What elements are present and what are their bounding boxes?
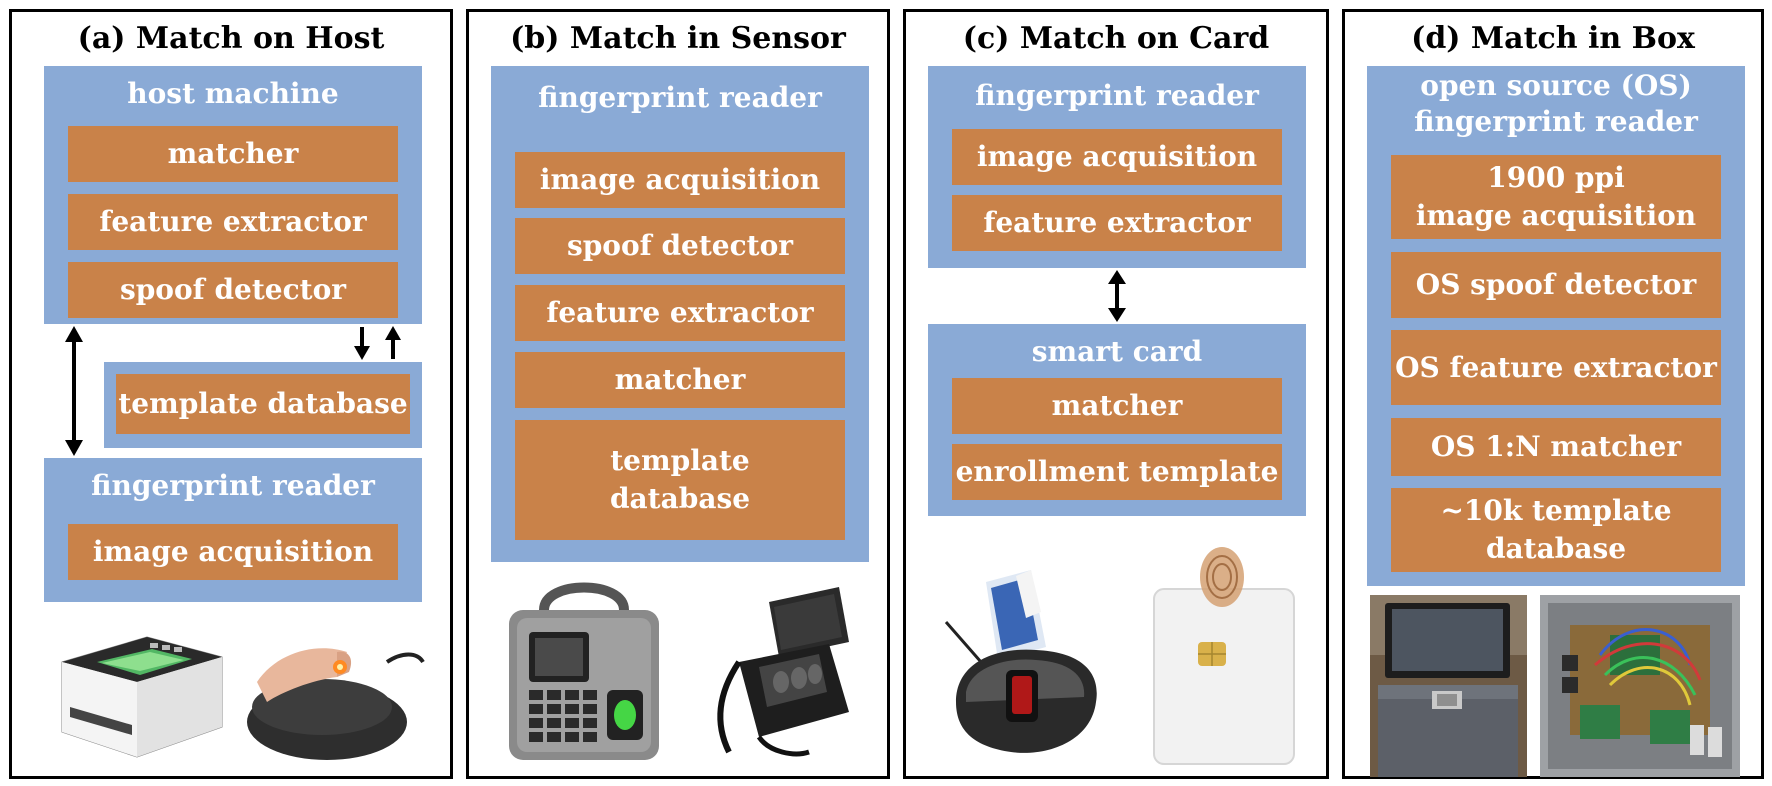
matcher-module: matcher — [68, 126, 398, 182]
smart-card-image — [1153, 547, 1295, 765]
host-machine-box: host machine matcher feature extractor s… — [44, 66, 422, 324]
open-source-reader-label-line-1: open source (OS) — [1420, 69, 1692, 102]
feature-extractor-module: feature extractor — [515, 285, 845, 341]
resolution-label: 1900 ppi — [1487, 161, 1625, 194]
panel-match-on-card: (c) Match on Card fingerprint reader ima… — [903, 9, 1329, 779]
desktop-fingerprint-scanner-image — [61, 636, 223, 758]
feature-extractor-module: feature extractor — [952, 195, 1282, 251]
bidirectional-arrow-icon — [1108, 270, 1126, 322]
template-database-line-1: template — [610, 444, 750, 477]
template-database-module: ~10k template database — [1391, 488, 1721, 572]
smart-card-label: smart card — [1031, 335, 1203, 368]
time-attendance-terminal-image — [509, 582, 659, 760]
image-acquisition-module: 1900 ppi image acquisition — [1391, 155, 1721, 239]
open-source-reader-box: open source (OS) fingerprint reader 1900… — [1367, 66, 1745, 586]
template-database-module: template database — [116, 374, 410, 434]
spoof-detector-module: spoof detector — [68, 262, 398, 318]
up-arrow-icon — [385, 326, 401, 359]
image-acquisition-module: image acquisition — [952, 129, 1282, 185]
mobile-field-fingerprint-reader-image — [717, 587, 849, 757]
fingerprint-reader-label: fingerprint reader — [91, 469, 375, 502]
spoof-detector-module: spoof detector — [515, 218, 845, 274]
template-database-line-2: database — [609, 482, 751, 515]
panel-title: (b) Match in Sensor — [510, 21, 846, 56]
fingerprint-reader-label: fingerprint reader — [975, 79, 1259, 112]
template-database-container: template database — [104, 362, 422, 448]
image-acquisition-module: image acquisition — [68, 524, 398, 580]
os-feature-extractor-module: OS feature extractor — [1391, 330, 1721, 405]
matcher-module: matcher — [515, 352, 845, 408]
smart-card-box: smart card matcher enrollment template — [928, 324, 1306, 516]
template-database-module: template database — [515, 420, 845, 540]
template-database-line-2: database — [1485, 532, 1627, 565]
panel-match-on-host: (a) Match on Host host machine matcher f… — [9, 9, 453, 779]
panel-match-in-sensor: (b) Match in Sensor fingerprint reader i… — [466, 9, 890, 779]
panel-title: (c) Match on Card — [962, 21, 1270, 56]
fingerprint-reader-label: fingerprint reader — [538, 81, 822, 114]
down-arrow-icon — [354, 327, 370, 360]
panel-title: (d) Match in Box — [1411, 21, 1695, 56]
smart-card-reader-image — [944, 570, 1097, 753]
template-database-line-1: ~10k template — [1440, 494, 1672, 527]
open-source-reader-exterior-photo — [1370, 595, 1527, 777]
fingerprint-reader-box: fingerprint reader image acquisition — [44, 458, 422, 602]
bidirectional-arrow-icon — [65, 326, 83, 456]
enrollment-template-module: enrollment template — [952, 444, 1282, 500]
open-source-reader-interior-photo — [1540, 595, 1740, 777]
matcher-module: matcher — [952, 378, 1282, 434]
image-acquisition-module: image acquisition — [515, 152, 845, 208]
feature-extractor-module: feature extractor — [68, 194, 398, 250]
host-machine-label: host machine — [127, 77, 339, 110]
os-matcher-module: OS 1:N matcher — [1391, 418, 1721, 476]
open-source-reader-label-line-2: fingerprint reader — [1414, 105, 1698, 138]
image-acquisition-label: image acquisition — [1415, 199, 1697, 232]
fingerprint-reader-box: fingerprint reader image acquisition spo… — [491, 66, 869, 562]
panel-title: (a) Match on Host — [77, 21, 385, 56]
fingerprint-reader-box: fingerprint reader image acquisition fea… — [928, 66, 1306, 268]
panel-match-in-box: (d) Match in Box open source (OS) finger… — [1342, 9, 1764, 779]
optical-fingerprint-reader-image — [247, 648, 425, 760]
os-spoof-detector-module: OS spoof detector — [1391, 252, 1721, 318]
